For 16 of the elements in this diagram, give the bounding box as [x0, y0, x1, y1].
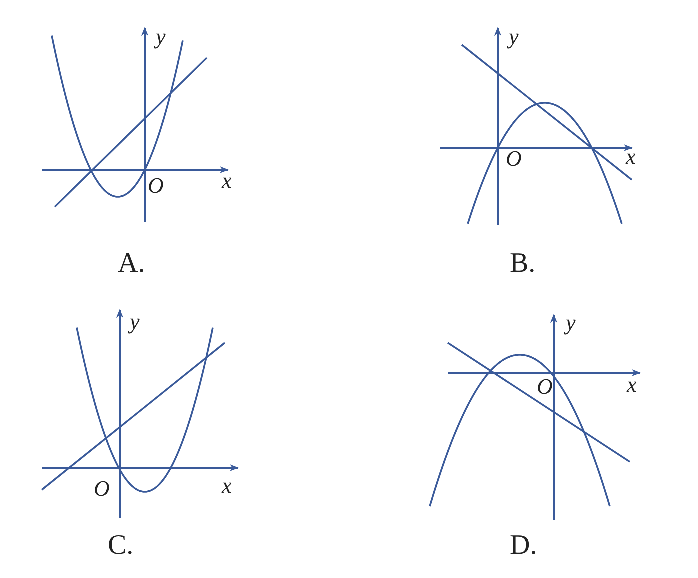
axis-label: x	[222, 475, 232, 497]
axis-label: x	[626, 146, 636, 168]
origin-label: O	[537, 376, 553, 398]
axis-label: x	[222, 170, 232, 192]
axis-label: y	[509, 26, 519, 48]
axis-label: y	[156, 26, 166, 48]
axis-label: y	[130, 311, 140, 333]
option-label: C.	[108, 532, 134, 560]
option-label: D.	[510, 532, 538, 560]
axis-label: y	[566, 312, 576, 334]
origin-label: O	[94, 478, 110, 500]
origin-label: O	[148, 175, 164, 197]
axis-label: x	[627, 374, 637, 396]
option-label: A.	[118, 250, 146, 278]
option-label: B.	[510, 250, 536, 278]
origin-label: O	[506, 148, 522, 170]
